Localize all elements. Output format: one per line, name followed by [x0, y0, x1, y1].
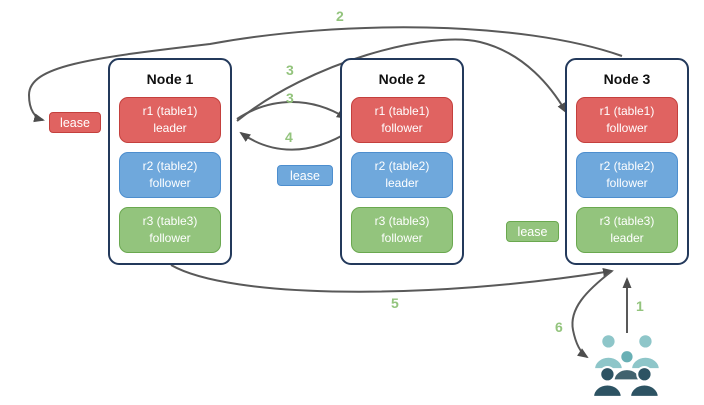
step-label-3b: 3 — [286, 90, 294, 106]
replica-role: follower — [381, 230, 423, 245]
node-3-replica-r1: r1 (table1) follower — [576, 97, 678, 143]
replica-name: r1 (table1) — [142, 103, 198, 118]
arrow-step-5 — [170, 264, 614, 293]
replica-role: follower — [381, 120, 423, 135]
node-3-replica-r3: r3 (table3) leader — [576, 207, 678, 253]
node-1: Node 1 r1 (table1) leader r2 (table2) fo… — [108, 58, 232, 265]
users-group-icon — [592, 333, 661, 397]
replica-name: r3 (table3) — [599, 213, 655, 228]
replica-name: r3 (table3) — [374, 213, 430, 228]
replica-role: leader — [610, 230, 644, 245]
replica-name: r3 (table3) — [142, 213, 198, 228]
node-2-title: Node 2 — [378, 71, 426, 87]
step-label-4: 4 — [285, 129, 293, 145]
node-3-replica-r2: r2 (table2) follower — [576, 152, 678, 198]
step-label-5: 5 — [391, 295, 399, 311]
node-1-replica-r3: r3 (table3) follower — [119, 207, 221, 253]
step-label-3a: 3 — [286, 62, 294, 78]
node-1-replica-r1: r1 (table1) leader — [119, 97, 221, 143]
replica-role: follower — [606, 120, 648, 135]
replica-role: follower — [149, 175, 191, 190]
node-2: Node 2 r1 (table1) follower r2 (table2) … — [340, 58, 464, 265]
node-1-replica-r2: r2 (table2) follower — [119, 152, 221, 198]
node-2-replica-r2: r2 (table2) leader — [351, 152, 453, 198]
replica-role: leader — [385, 175, 419, 190]
node-3-title: Node 3 — [603, 71, 651, 87]
node-2-replica-r1: r1 (table1) follower — [351, 97, 453, 143]
replica-name: r1 (table1) — [599, 103, 655, 118]
step-label-1: 1 — [636, 298, 644, 314]
replica-role: follower — [149, 230, 191, 245]
replica-name: r2 (table2) — [599, 158, 655, 173]
node-1-title: Node 1 — [146, 71, 194, 87]
arrow-step-4 — [239, 130, 351, 151]
replica-name: r2 (table2) — [142, 158, 198, 173]
lease-label-table2: lease — [277, 165, 333, 186]
lease-label-table3: lease — [506, 221, 559, 242]
lease-label-table1: lease — [49, 112, 101, 133]
replica-role: leader — [153, 120, 187, 135]
node-2-replica-r3: r3 (table3) follower — [351, 207, 453, 253]
step-label-6: 6 — [555, 319, 563, 335]
replica-name: r1 (table1) — [374, 103, 430, 118]
step-label-2: 2 — [336, 8, 344, 24]
replica-role: follower — [606, 175, 648, 190]
node-3: Node 3 r1 (table1) follower r2 (table2) … — [565, 58, 689, 265]
replica-name: r2 (table2) — [374, 158, 430, 173]
